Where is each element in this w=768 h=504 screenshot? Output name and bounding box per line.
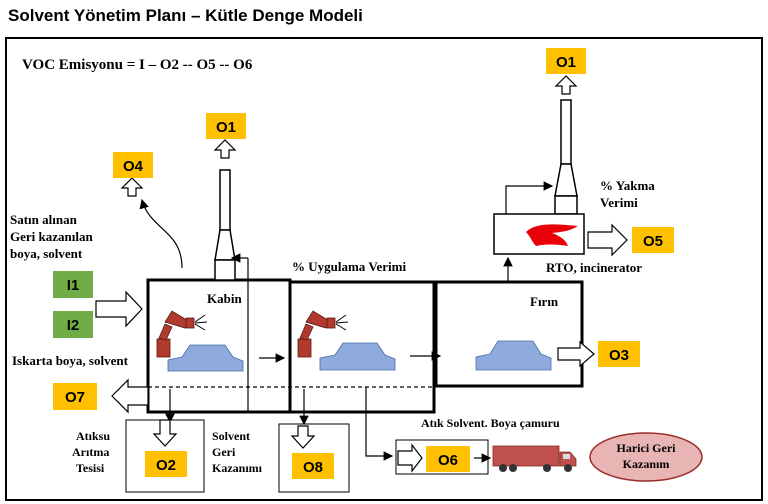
external-recovery-label-line1: Harici Geri xyxy=(617,441,677,455)
down-arrow-icon xyxy=(152,419,178,447)
o5-badge: O5 xyxy=(632,227,674,253)
svg-text:O2: O2 xyxy=(156,457,176,474)
i2-badge: I2 xyxy=(53,311,93,338)
voc-equation: VOC Emisyonu = I – O2 -- O5 -- O6 xyxy=(22,57,253,73)
application-efficiency-label: % Uygulama Verimi xyxy=(292,259,407,274)
solvent-recovery-label-line3: Kazanımı xyxy=(212,461,263,475)
page-title: Solvent Yönetim Planı – Kütle Denge Mode… xyxy=(8,6,363,25)
o2-badge: O2 xyxy=(145,451,187,477)
solvent-recovery-label-line2: Geri xyxy=(212,445,236,459)
car-body-part xyxy=(319,342,396,371)
purchased-label-line2: Geri kazanılan xyxy=(10,229,93,244)
o4-badge: O4 xyxy=(113,152,153,178)
rto-bypass-line xyxy=(505,181,554,214)
outer-frame xyxy=(5,37,763,501)
down-arrow-icon xyxy=(290,425,316,449)
up-arrow-icon xyxy=(213,139,237,159)
wastewater-label-line3: Tesisi xyxy=(76,461,105,475)
wastewater-label-line1: Atıksu xyxy=(76,429,110,443)
svg-text:O5: O5 xyxy=(643,233,663,250)
waste-paint-label: Iskarta boya, solvent xyxy=(12,353,129,368)
robot-arm-icon xyxy=(156,310,208,358)
svg-text:O4: O4 xyxy=(123,158,144,175)
fugitive-emission-arrow xyxy=(139,198,183,269)
right-arrow-icon xyxy=(557,340,595,368)
o3-badge: O3 xyxy=(598,341,640,367)
truck-icon xyxy=(492,445,577,472)
flame-icon xyxy=(526,224,578,246)
burn-efficiency-label-line2: Verimi xyxy=(600,195,638,210)
svg-text:O7: O7 xyxy=(65,389,85,406)
car-body-part xyxy=(167,344,244,372)
left-arrow-icon xyxy=(111,378,149,414)
i1-badge: I1 xyxy=(53,271,93,298)
burn-efficiency-label-line1: % Yakma xyxy=(600,178,655,193)
waste-solvent-label: Atık Solvent. Boya çamuru xyxy=(421,416,560,430)
svg-text:O6: O6 xyxy=(438,452,458,469)
up-arrow-icon xyxy=(554,75,578,95)
svg-text:O8: O8 xyxy=(303,459,323,476)
right-arrow-icon xyxy=(397,443,423,473)
o6-badge: O6 xyxy=(426,446,470,472)
rto-label: RTO, incinerator xyxy=(546,260,642,275)
input-arrow-icon xyxy=(95,290,143,328)
purchased-label-line1: Satın alınan xyxy=(10,212,78,227)
o7-badge: O7 xyxy=(53,383,97,410)
up-arrow-icon xyxy=(120,177,144,197)
o1-top-badge: O1 xyxy=(546,48,586,74)
svg-text:I2: I2 xyxy=(67,317,80,334)
exhaust-stack-icon xyxy=(214,169,236,281)
oven-label: Fırın xyxy=(530,294,559,309)
external-recovery-label-line2: Kazanım xyxy=(623,457,670,471)
svg-text:O1: O1 xyxy=(556,54,576,71)
svg-text:O3: O3 xyxy=(609,347,629,364)
car-body-part xyxy=(475,340,552,371)
rto-stack-icon xyxy=(554,99,578,215)
o8-badge: O8 xyxy=(292,453,334,479)
cabin-label: Kabin xyxy=(207,291,242,306)
robot-arm-icon xyxy=(297,310,349,358)
o1-mid-badge: O1 xyxy=(206,113,246,139)
external-recovery-ellipse xyxy=(589,432,703,482)
svg-text:I1: I1 xyxy=(67,277,80,294)
purchased-label-line3: boya, solvent xyxy=(10,246,83,261)
svg-text:O1: O1 xyxy=(216,119,236,136)
wastewater-label-line2: Arıtma xyxy=(72,445,109,459)
right-arrow-icon xyxy=(587,223,628,257)
sludge-line xyxy=(365,387,394,461)
solvent-recovery-label-line1: Solvent xyxy=(212,429,250,443)
